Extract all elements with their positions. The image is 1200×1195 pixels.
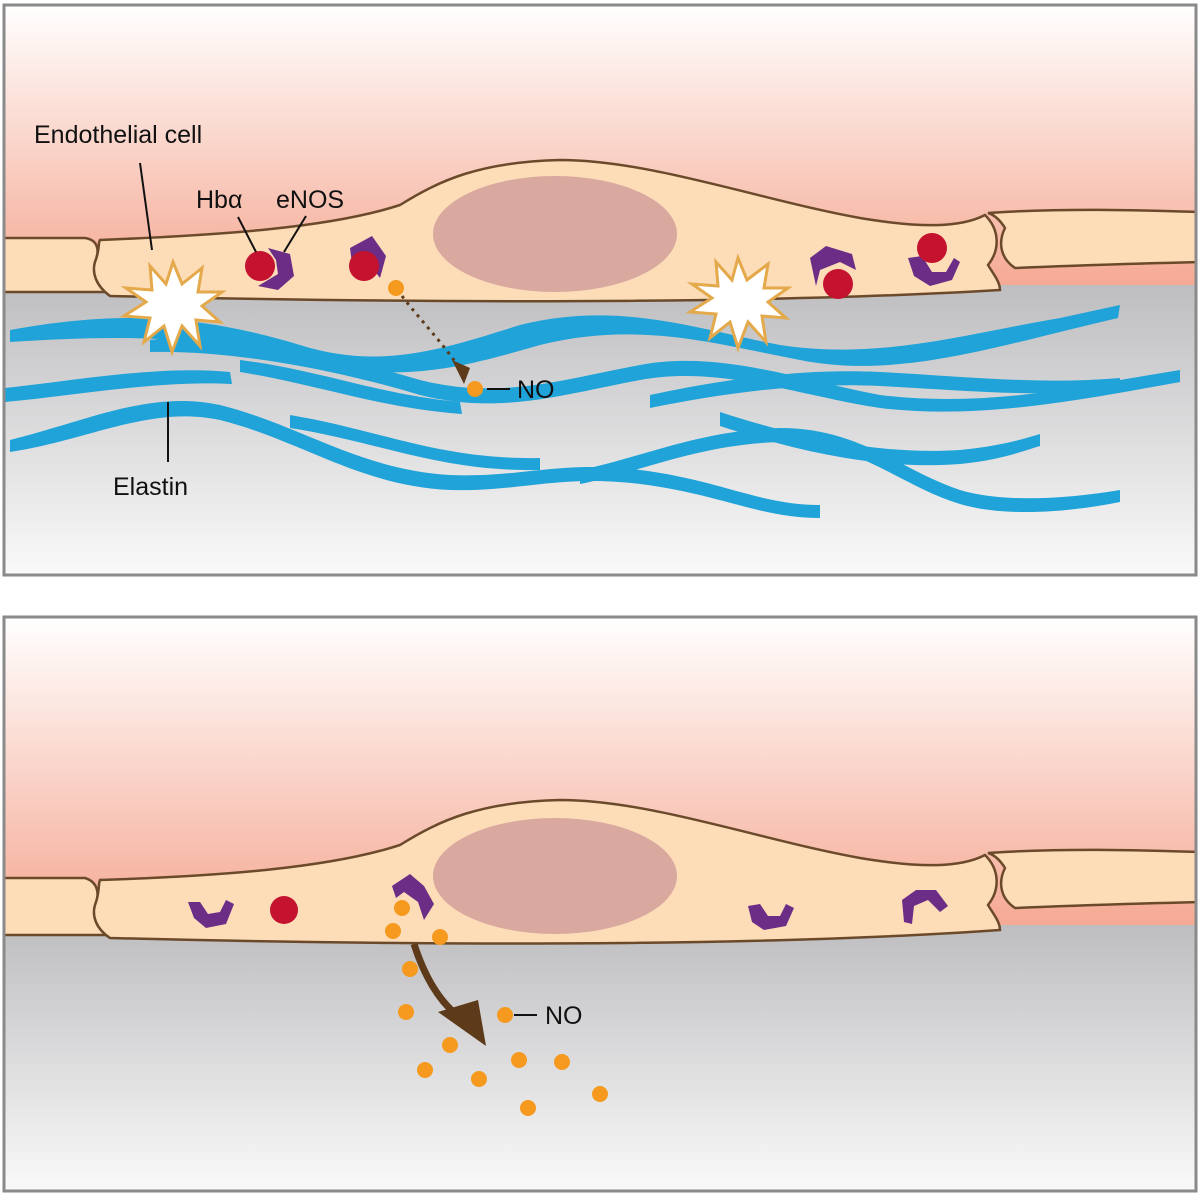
no-molecule (388, 280, 404, 296)
elastin-fiber (650, 371, 1120, 408)
tissue-bottom (4, 925, 1196, 1191)
arrowhead (438, 1000, 486, 1046)
enos-protein (748, 904, 794, 930)
no-molecule (398, 1004, 414, 1020)
hb-alpha-protein (823, 269, 853, 299)
elastin-fiber (720, 412, 1040, 466)
hb-alpha-protein (917, 233, 947, 263)
no-molecule (442, 1037, 458, 1053)
no-molecule (432, 929, 448, 945)
arrowhead (452, 360, 470, 384)
no-molecule (520, 1100, 536, 1116)
neighbor-cell-right (987, 208, 1196, 270)
label-elastin: Elastin (113, 473, 188, 501)
hb-alpha-protein (245, 251, 275, 281)
no-molecule (394, 900, 410, 916)
label-endothelial-cell: Endothelial cell (34, 121, 202, 149)
no-molecule (402, 961, 418, 977)
enos-protein (908, 256, 960, 286)
label-no-top: NO (517, 376, 555, 404)
no-molecule (385, 923, 401, 939)
leader-line (283, 215, 307, 253)
nucleus (433, 818, 677, 934)
leader-line (237, 216, 257, 253)
elastin-fiber (290, 415, 540, 471)
panel-frame (2, 3, 1198, 577)
enos-protein (258, 248, 294, 290)
elastin-fiber (5, 370, 232, 402)
enos-protein (810, 246, 856, 286)
panel-frame (2, 615, 1198, 1193)
elastin-fiber (580, 428, 1120, 513)
enos-protein (188, 900, 234, 928)
junction-burst (685, 253, 793, 353)
elastin-fibers (5, 305, 1180, 518)
hb-alpha-protein (349, 251, 379, 281)
no-molecule (592, 1086, 608, 1102)
neighbor-cell-right (987, 848, 1196, 910)
elastin-fiber (240, 360, 462, 414)
no-cloud (385, 900, 608, 1116)
hb-alpha-protein (270, 896, 298, 924)
junction-burst (119, 257, 227, 357)
label-enos: eNOS (276, 186, 344, 214)
panel-bottom: NO (2, 615, 1198, 1193)
leader-line (139, 162, 153, 251)
panel-top: Endothelial cell Hbα eNOS NO Elastin (2, 3, 1198, 577)
no-molecule (497, 1007, 513, 1023)
no-molecule (511, 1052, 527, 1068)
no-molecule (417, 1062, 433, 1078)
no-molecule (471, 1071, 487, 1087)
elastin-fiber (150, 337, 1180, 412)
no-molecule (554, 1054, 570, 1070)
label-hb-alpha: Hbα (196, 186, 242, 214)
no-diffusion-arrow (400, 295, 464, 373)
no-molecule (467, 381, 483, 397)
nucleus (433, 176, 677, 292)
label-no-bottom: NO (545, 1002, 583, 1030)
enos-protein (902, 890, 948, 924)
enos-protein (392, 874, 434, 920)
